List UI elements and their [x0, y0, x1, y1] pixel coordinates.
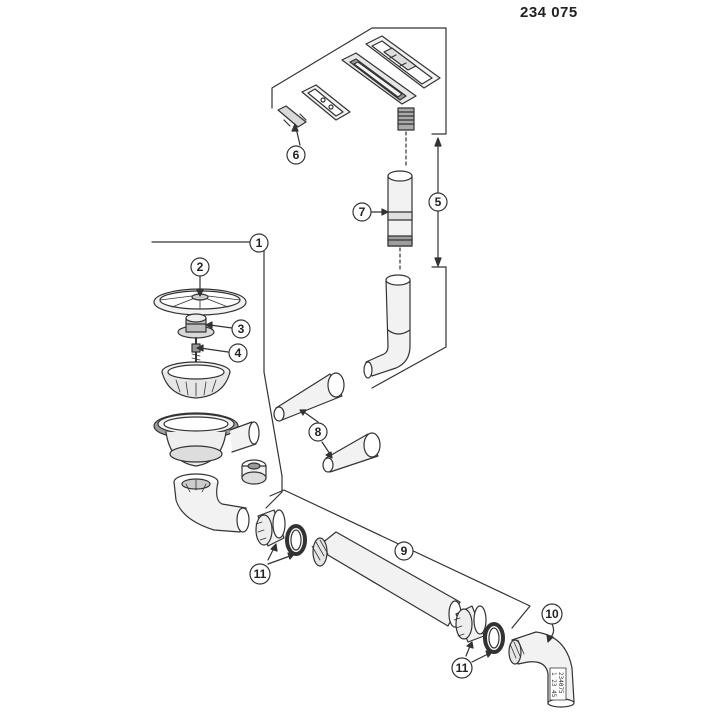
overflow-plate-gasket [301, 84, 351, 121]
callout-3: 3 [231, 319, 251, 339]
svg-text:1: 1 [256, 236, 263, 250]
outlet-elbow [173, 473, 250, 533]
callout-4: 4 [228, 343, 248, 363]
strainer-cover-2 [153, 288, 247, 316]
nut-11-right [453, 605, 487, 643]
pipe-9 [311, 531, 462, 628]
product-code: 234 075 [520, 4, 578, 21]
svg-text:9: 9 [401, 544, 408, 558]
callout-7: 7 [352, 202, 372, 222]
callout-5: 5 [428, 192, 448, 212]
plug-stem-4 [191, 337, 201, 363]
callout-8: 8 [308, 422, 328, 442]
elbow-10-label: 234075 1 23 45 [549, 667, 567, 701]
leader-lines [196, 123, 555, 663]
adapter-8-lower [322, 432, 381, 473]
callout-11-left: 11 [249, 563, 271, 585]
callout-10: 10 [541, 603, 563, 625]
overflow-plate-outer [365, 35, 441, 89]
overflow-plate-inner [341, 52, 417, 131]
svg-text:10: 10 [545, 607, 559, 621]
strainer-basket [161, 361, 231, 399]
overflow-connector-nut [241, 459, 267, 485]
svg-text:3: 3 [238, 322, 245, 336]
seal-ring-left [285, 524, 307, 556]
svg-text:7: 7 [359, 205, 366, 219]
svg-text:11: 11 [456, 661, 469, 675]
svg-text:8: 8 [315, 425, 322, 439]
callout-1: 1 [249, 233, 269, 253]
seal-ring-right [483, 622, 505, 654]
callout-9: 9 [394, 541, 414, 561]
svg-text:2: 2 [197, 260, 204, 274]
callout-2: 2 [190, 257, 210, 277]
overflow-cap-small [277, 105, 307, 128]
svg-text:1 23 45: 1 23 45 [550, 672, 557, 698]
svg-text:4: 4 [235, 346, 242, 360]
svg-text:11: 11 [254, 567, 267, 581]
overflow-elbow [363, 274, 411, 379]
callout-6: 6 [286, 145, 306, 165]
svg-text:234075: 234075 [557, 672, 564, 694]
svg-text:6: 6 [293, 148, 300, 162]
adapter-8-upper [273, 372, 345, 422]
waste-body [153, 412, 260, 467]
callout-11-right: 11 [451, 657, 473, 679]
nut-11-left [255, 509, 286, 547]
group-1-bracket [151, 241, 283, 509]
overflow-tube-7 [387, 170, 413, 247]
svg-text:5: 5 [435, 195, 442, 209]
